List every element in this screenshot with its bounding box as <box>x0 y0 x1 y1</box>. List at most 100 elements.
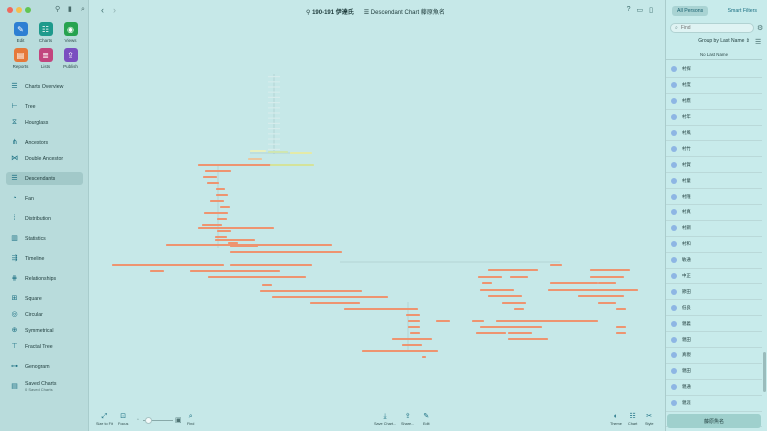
person-node[interactable] <box>616 308 626 310</box>
person-node[interactable] <box>402 344 422 346</box>
person-node[interactable] <box>508 338 548 340</box>
person-node[interactable] <box>203 176 217 178</box>
list-item[interactable]: 村風 <box>666 126 762 142</box>
person-node[interactable] <box>198 227 274 229</box>
tool-edit-button[interactable]: ✎Edit <box>8 22 33 43</box>
person-node[interactable] <box>482 282 492 284</box>
person-node[interactable] <box>408 320 420 322</box>
sidebar-item-charts-overview[interactable]: ☰Charts Overview <box>6 80 83 93</box>
size-to-fit-button[interactable]: ⤢ Size to Fit <box>96 413 113 426</box>
person-node[interactable] <box>488 269 538 271</box>
ancestor-node[interactable] <box>268 96 280 98</box>
search-input[interactable] <box>680 25 741 31</box>
window-icon[interactable]: ▭ <box>636 7 644 14</box>
person-node[interactable] <box>190 270 280 272</box>
person-node[interactable] <box>220 206 230 208</box>
person-node[interactable] <box>510 276 528 278</box>
sidebar-item-ancestors[interactable]: ⋔Ancestors <box>6 136 83 149</box>
sidebar-item-fan[interactable]: ◔Fan <box>6 192 83 205</box>
person-node[interactable] <box>112 264 224 266</box>
person-node[interactable] <box>290 152 312 154</box>
person-node[interactable] <box>472 320 484 322</box>
help-icon[interactable]: ? <box>626 6 631 13</box>
tool-charts-button[interactable]: ☷Charts <box>33 22 58 43</box>
person-node[interactable] <box>476 332 506 334</box>
list-item[interactable]: 中正 <box>666 269 762 285</box>
person-node[interactable] <box>550 282 598 284</box>
sidebar-item-statistics[interactable]: ▥Statistics <box>6 232 83 245</box>
person-node[interactable] <box>217 218 227 220</box>
person-node[interactable] <box>344 308 418 310</box>
list-item[interactable]: 村真 <box>666 205 762 221</box>
list-item[interactable]: 村度 <box>666 78 762 94</box>
zoom-slider[interactable]: ▫ ▣ <box>137 417 182 424</box>
person-node[interactable] <box>410 332 420 334</box>
person-node[interactable] <box>550 264 562 266</box>
sidebar-toggle-icon[interactable]: ▯ <box>649 7 653 14</box>
person-node[interactable] <box>210 200 224 202</box>
person-node[interactable] <box>590 269 630 271</box>
person-node[interactable] <box>202 224 222 226</box>
person-node[interactable] <box>616 326 626 328</box>
list-item[interactable]: 村賀 <box>666 157 762 174</box>
ancestor-node[interactable] <box>268 102 280 104</box>
person-node[interactable] <box>166 244 332 246</box>
search-field[interactable]: ⌕ <box>670 23 754 33</box>
person-node[interactable] <box>478 276 502 278</box>
ancestor-node[interactable] <box>268 112 280 114</box>
person-node[interactable] <box>215 239 255 241</box>
tool-lists-button[interactable]: ≣Lists <box>33 48 58 69</box>
person-node[interactable] <box>598 282 616 284</box>
list-item[interactable]: 親田 <box>666 332 762 349</box>
group-by-select[interactable]: Group by Last Name ⇕ <box>698 38 750 44</box>
list-item[interactable]: 敏通 <box>666 253 762 269</box>
ancestor-node[interactable] <box>268 76 280 78</box>
person-node[interactable] <box>230 264 312 266</box>
find-button[interactable]: ⌕ Find <box>187 413 195 426</box>
person-node[interactable] <box>480 289 514 291</box>
descendant-chart[interactable] <box>90 22 665 408</box>
pin-icon[interactable]: ⚲ <box>55 6 61 13</box>
person-list-scrollbar[interactable] <box>763 52 766 407</box>
person-node[interactable] <box>548 289 638 291</box>
zoom-out-icon[interactable]: ▫ <box>137 417 139 423</box>
minimize-window-button[interactable] <box>16 7 22 13</box>
ancestor-node[interactable] <box>268 122 280 124</box>
person-node[interactable] <box>514 308 524 310</box>
person-node[interactable] <box>262 284 272 286</box>
person-node[interactable] <box>150 270 164 272</box>
focus-button[interactable]: ⊡ Focus <box>118 413 129 426</box>
ancestor-node[interactable] <box>268 133 280 135</box>
search-icon[interactable]: ⌕ <box>81 6 85 13</box>
tab-smart-filters[interactable]: Smart Filters <box>727 8 757 14</box>
forward-arrow-icon[interactable]: › <box>113 5 116 15</box>
person-node[interactable] <box>480 326 542 328</box>
tab-all-persons[interactable]: All Persons <box>672 6 709 16</box>
person-node[interactable] <box>362 350 438 352</box>
person-node[interactable] <box>488 295 522 297</box>
list-item[interactable]: 親通 <box>666 380 762 396</box>
bookmark-icon[interactable]: ▮ <box>68 6 72 13</box>
list-item[interactable]: 真親 <box>666 348 762 364</box>
list-item[interactable]: 村竹 <box>666 141 762 158</box>
close-window-button[interactable] <box>7 7 13 13</box>
ancestor-node[interactable] <box>268 107 280 109</box>
sidebar-item-double-ancestor[interactable]: ⋈Double Ancestor <box>6 152 83 165</box>
list-item[interactable]: 村鷹 <box>666 94 762 110</box>
person-node[interactable] <box>230 251 342 253</box>
chart-canvas[interactable] <box>90 22 665 408</box>
sidebar-item-timeline[interactable]: ⇶Timeline <box>6 252 83 265</box>
person-node[interactable] <box>616 332 626 334</box>
ancestor-node[interactable] <box>268 91 280 93</box>
list-item[interactable]: 親田 <box>666 364 762 380</box>
save-chart-button[interactable]: ⤓ Save Chart... <box>374 413 397 426</box>
person-node[interactable] <box>216 188 225 190</box>
zoom-window-button[interactable] <box>25 7 31 13</box>
sidebar-item-fractal-tree[interactable]: ⊤Fractal Tree <box>6 340 83 353</box>
selected-person[interactable]: 藤原魚名 <box>667 414 761 428</box>
ancestor-node[interactable] <box>268 148 280 150</box>
sidebar-item-hourglass[interactable]: ⧖Hourglass <box>6 116 83 129</box>
person-node[interactable] <box>260 290 362 292</box>
person-node[interactable] <box>406 314 420 316</box>
list-item[interactable]: 村童 <box>666 173 762 190</box>
